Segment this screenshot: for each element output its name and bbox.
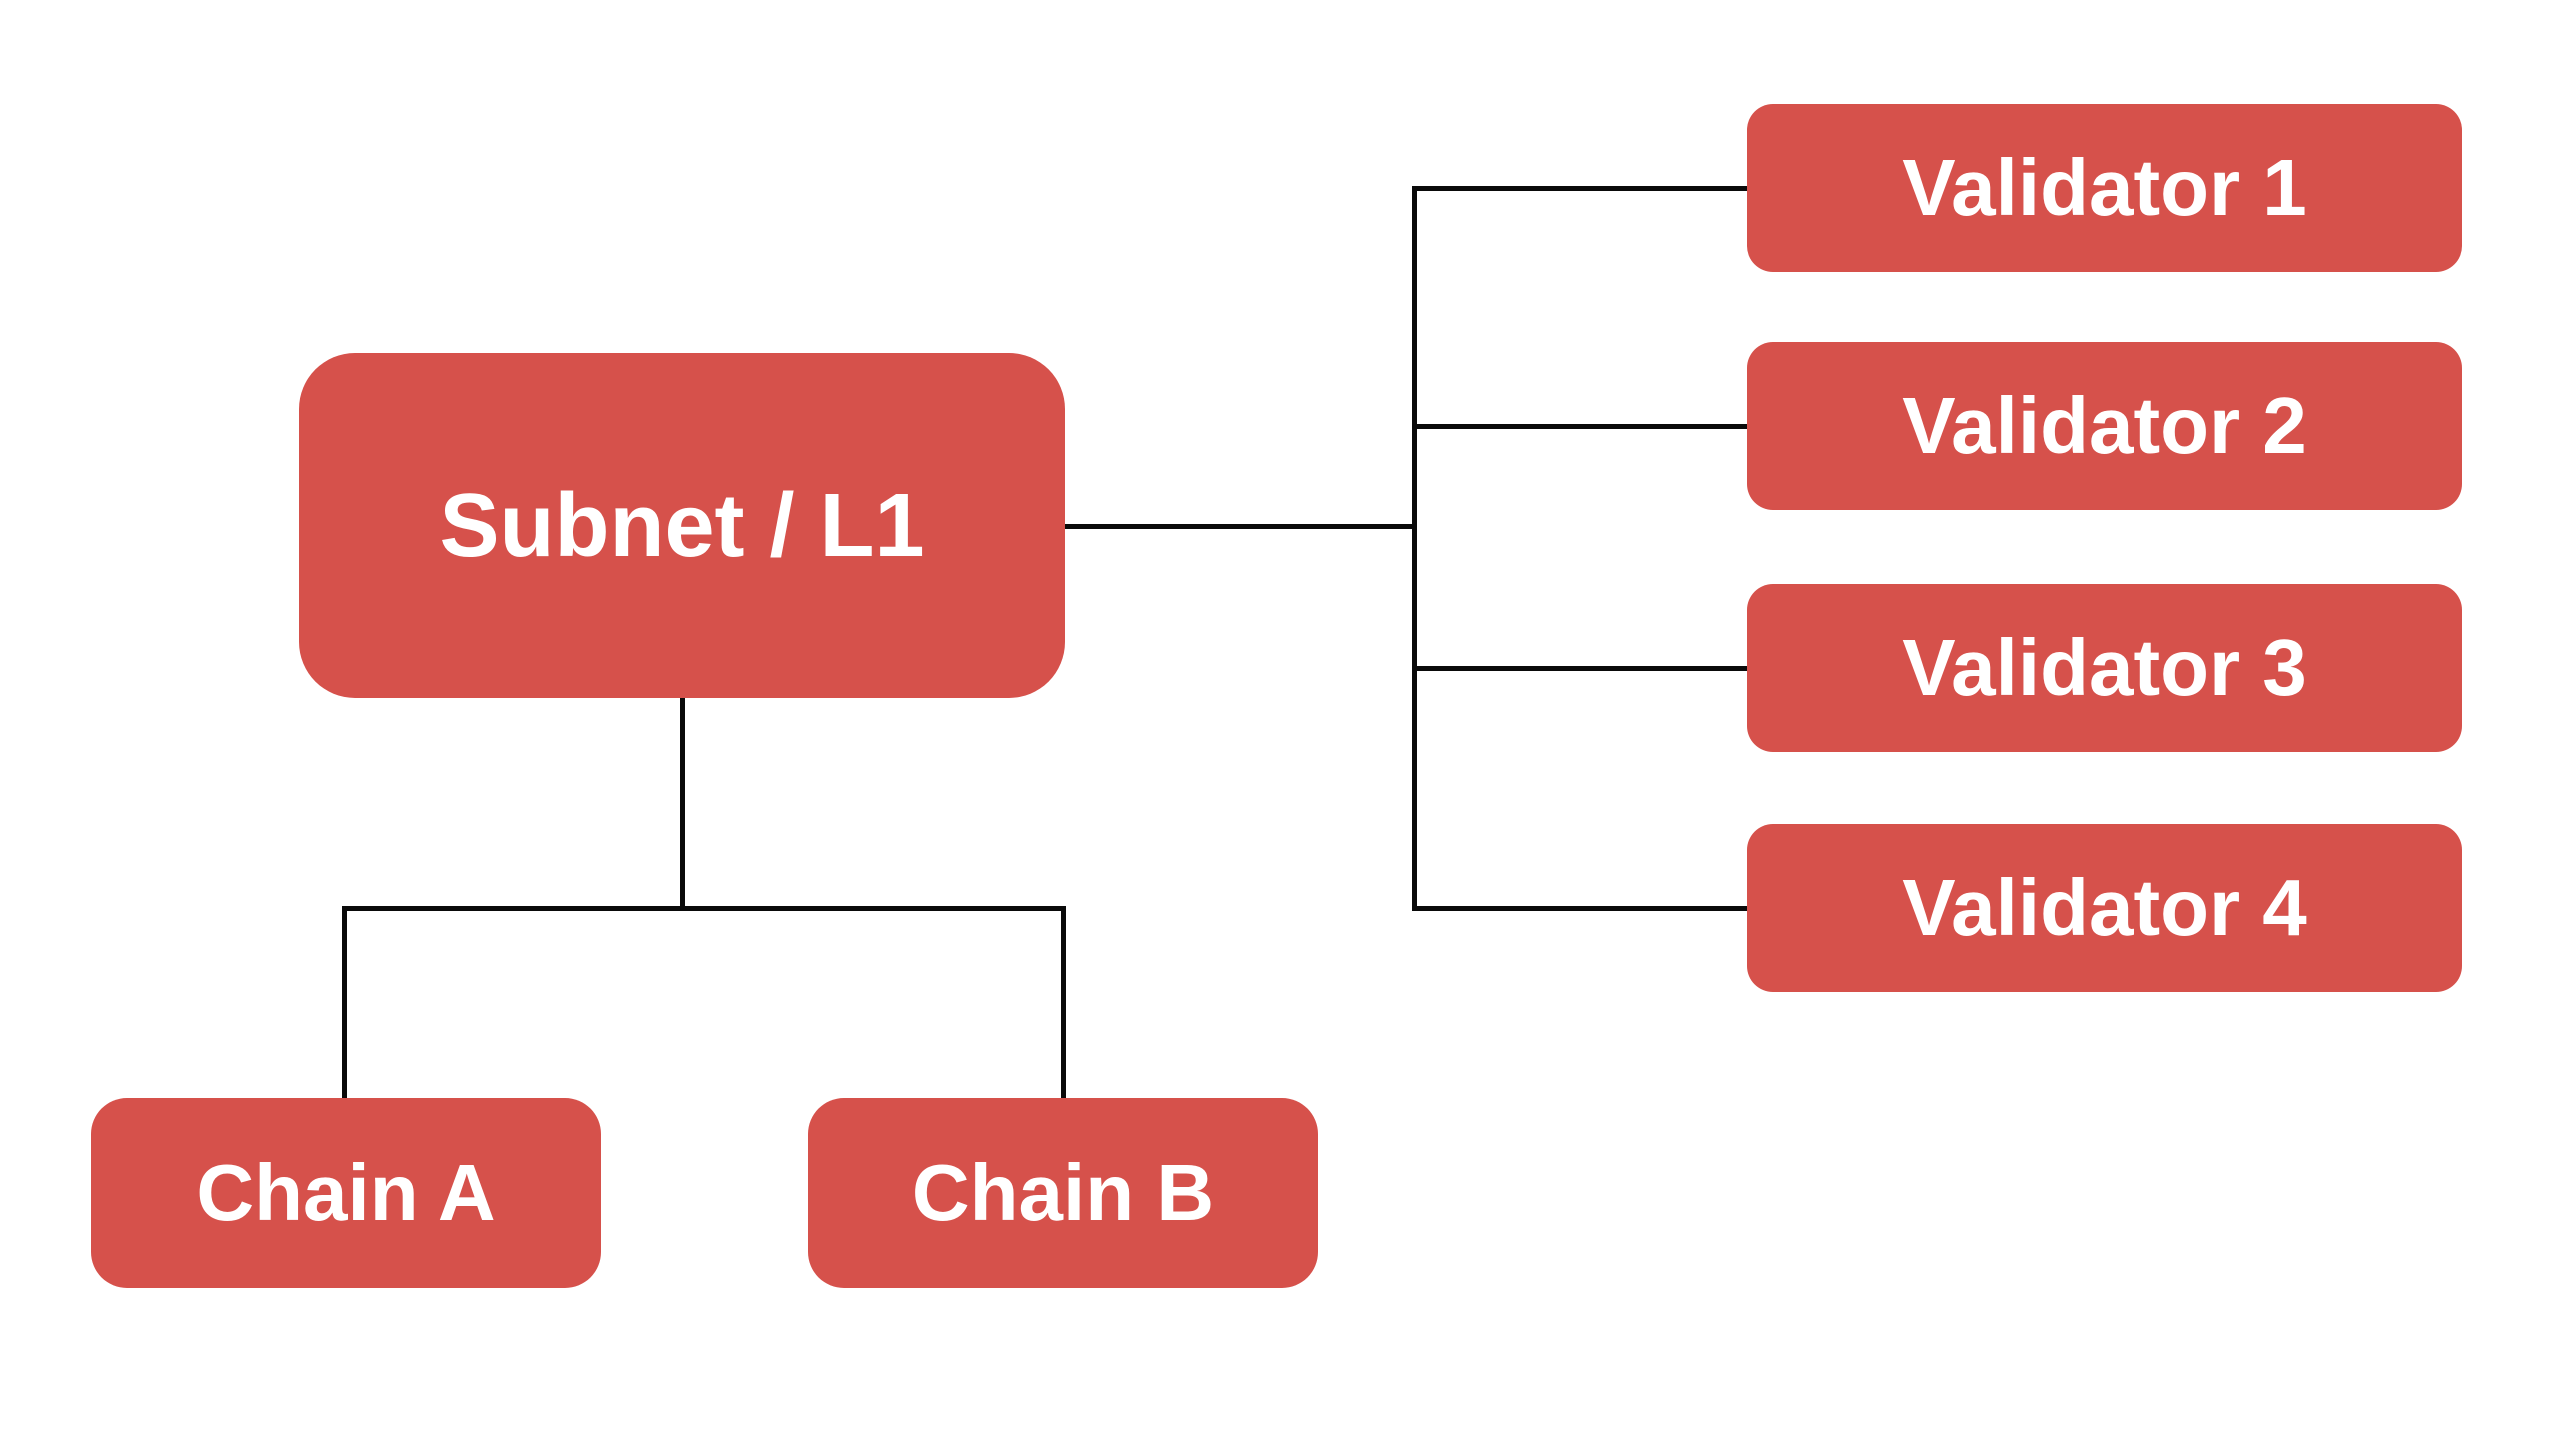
node-chain-a-label: Chain A	[196, 1148, 496, 1237]
node-chain-b-label: Chain B	[911, 1148, 1215, 1237]
node-validator-3-label: Validator 3	[1902, 623, 2307, 712]
node-chain-b: Chain B	[808, 1098, 1318, 1288]
connector-split-to-chain-b	[1061, 906, 1066, 1098]
connector-split-to-chain-a	[342, 906, 347, 1098]
connector-subnet-to-trunk	[1065, 524, 1417, 529]
node-subnet-l1: Subnet / L1	[299, 353, 1065, 698]
node-subnet-l1-label: Subnet / L1	[439, 475, 925, 576]
connector-trunk-to-validator-2	[1412, 424, 1747, 429]
node-validator-1: Validator 1	[1747, 104, 2462, 272]
node-chain-a: Chain A	[91, 1098, 601, 1288]
node-validator-2-label: Validator 2	[1902, 381, 2307, 470]
connector-subnet-to-chains	[680, 698, 685, 911]
node-validator-1-label: Validator 1	[1902, 143, 2307, 232]
node-validator-3: Validator 3	[1747, 584, 2462, 752]
connector-trunk-to-validator-4	[1412, 906, 1747, 911]
connector-validators-trunk	[1412, 186, 1417, 911]
node-validator-4: Validator 4	[1747, 824, 2462, 992]
node-validator-4-label: Validator 4	[1902, 863, 2307, 952]
connector-trunk-to-validator-3	[1412, 666, 1747, 671]
connector-trunk-to-validator-1	[1412, 186, 1747, 191]
node-validator-2: Validator 2	[1747, 342, 2462, 510]
connector-chains-split	[342, 906, 1066, 911]
